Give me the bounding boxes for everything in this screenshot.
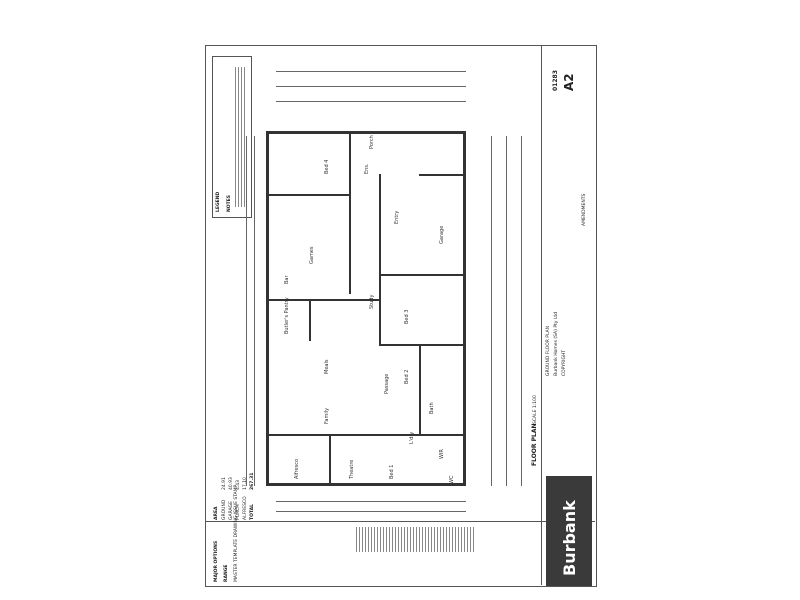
dimension-line-top (276, 71, 466, 72)
area-row-value: 17.10 (243, 477, 248, 490)
room-bed1: Bed 1 (389, 464, 395, 479)
notes-title: NOTES (227, 195, 232, 212)
room-wc: WC (449, 475, 455, 484)
area-row-label: ALFRESCO (243, 496, 248, 520)
master-template-label: MASTER TEMPLATE DRAWING ISSUE STAMP (234, 484, 239, 582)
room-games: Games (309, 246, 315, 265)
room-bath: Bath (429, 402, 435, 414)
range-label: RANGE (224, 564, 229, 582)
area-row-value: 24.91 (222, 477, 227, 490)
room-entry: Entry (394, 210, 400, 224)
area-row-label: TOTAL (250, 504, 255, 520)
floor-plan: Bed 4 Games Bar Butler's Pantry Meals Fa… (266, 131, 466, 486)
dimension-line-top-3 (276, 101, 466, 102)
notes-text-block (235, 67, 247, 207)
room-garage: Garage (439, 225, 445, 244)
area-row-label: GROUND (222, 499, 227, 520)
area-heading: AREA (214, 506, 219, 520)
floor-plan-scale: SCALE 1:100 (533, 395, 538, 424)
room-bar: Bar (284, 275, 290, 284)
area-table: AREA GROUND GARAGE PORCH ALFRESCO TOTAL … (214, 472, 264, 521)
dimension-line-right-2 (506, 136, 507, 486)
dimension-line-top-2 (276, 86, 466, 87)
brand-name: Burbank (560, 500, 579, 576)
legend-box: LEGEND NOTES (212, 56, 252, 218)
room-wir: WIR (439, 449, 445, 459)
room-meals: Meals (324, 359, 330, 374)
drawing-issue-stamp: MAJOR OPTIONS RANGE MASTER TEMPLATE DRAW… (206, 485, 595, 586)
burbank-logo: Burbank (546, 476, 592, 586)
room-theatre: Theatre (349, 459, 355, 479)
room-passage: Passage (384, 373, 390, 394)
dimension-line-bottom (276, 501, 466, 502)
dimension-line-left (254, 136, 255, 486)
room-ens: Ens. (364, 163, 370, 174)
dimension-line-bottom-2 (276, 511, 466, 512)
drawing-title: GROUND FLOOR PLAN (546, 325, 551, 376)
room-family: Family (324, 407, 330, 424)
room-study: Study (369, 294, 375, 309)
legend-title: LEGEND (216, 191, 221, 212)
floor-plan-label: FLOOR PLAN (531, 423, 538, 466)
title-block: 01283 A2 AMENDMENTS GROUND FLOOR PLAN Bu… (541, 46, 596, 585)
room-bed2: Bed 2 (404, 369, 410, 384)
room-alfresco: Alfresco (294, 458, 300, 479)
sheet-size: A2 (562, 73, 576, 91)
room-butlers-pantry: Butler's Pantry (284, 297, 290, 334)
copyright-label: COPYRIGHT (562, 349, 567, 376)
room-bed4: Bed 4 (324, 159, 330, 174)
amendments-label: AMENDMENTS (582, 193, 587, 226)
dimension-line-right-3 (521, 136, 522, 486)
job-number: 01283 (552, 70, 559, 91)
dimension-line-right (491, 136, 492, 486)
dimension-line-left-2 (246, 136, 247, 486)
room-ldry: L'dry (409, 431, 415, 444)
room-bed3: Bed 3 (404, 309, 410, 324)
drawing-sheet: LEGEND NOTES Bed 4 Games Bar Butler's Pa… (205, 45, 597, 587)
stamp-signature-block (356, 527, 476, 552)
room-porch: Porch (369, 135, 375, 149)
major-options-label: MAJOR OPTIONS (214, 540, 219, 582)
area-row-value: 267.31 (250, 472, 255, 490)
company-name: Burbank Homes (SA) Pty Ltd (554, 311, 559, 376)
